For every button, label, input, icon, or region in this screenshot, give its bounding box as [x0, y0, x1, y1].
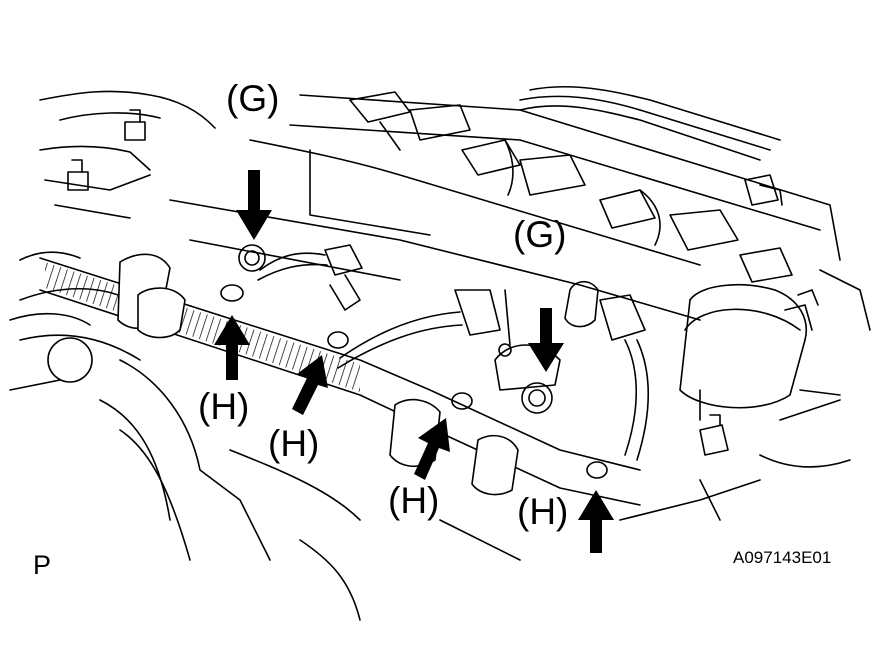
- callout-g-bolt-upper: (G): [226, 78, 280, 119]
- view-code: P: [33, 550, 52, 580]
- callout-h-clamp-3: (H): [388, 480, 440, 521]
- ignition-coils: [349, 91, 793, 283]
- callout-h-clamp-1: (H): [198, 386, 250, 427]
- arrow-down-g1: [236, 170, 272, 240]
- arrow-up-h2: [292, 355, 328, 415]
- arrow-up-h1: [214, 315, 250, 380]
- arrow-up-h4: [578, 490, 614, 553]
- callout-g-bolt-lower: (G): [513, 214, 567, 255]
- callout-h-clamp-2: (H): [268, 423, 320, 464]
- fasteners: [220, 244, 608, 479]
- arrow-up-h3: [414, 418, 450, 480]
- wire-harness: [39, 253, 641, 506]
- intake-manifold: [9, 334, 851, 621]
- cylinder-head-cover: [169, 85, 841, 321]
- callout-h-clamp-4: (H): [517, 491, 569, 532]
- arrow-down-g2: [528, 308, 564, 372]
- figure-id: A097143E01: [733, 548, 832, 567]
- right-engine-background: [699, 184, 871, 456]
- left-engine-background: [9, 90, 216, 326]
- oil-filler-cap: [679, 284, 819, 421]
